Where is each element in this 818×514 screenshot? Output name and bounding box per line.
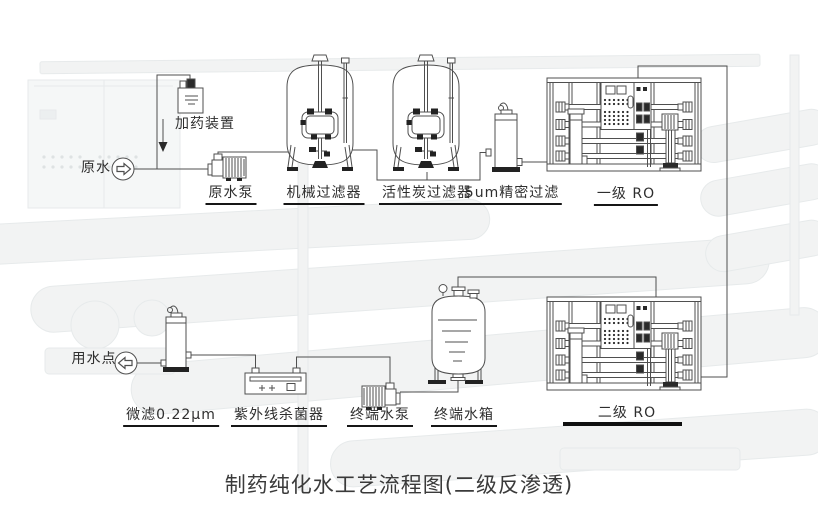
raw-water-symbol [111,157,135,181]
uv-sterilizer [244,367,307,395]
carbon-filter-tank [392,54,460,172]
terminal-pump [361,382,401,411]
label-ro1: 一级 RO [593,186,659,207]
label-mechanical-filter: 机械过滤器 [283,185,365,206]
label-carbon-filter: 活性炭过滤器 [379,185,475,206]
mechanical-filter-tank [286,54,354,172]
use-point-symbol [114,351,138,375]
label-use-point: 用水点 [71,351,117,367]
label-ro2: 二级 RO [597,405,657,421]
terminal-tank [428,284,486,384]
ro1-skid [546,77,702,172]
ro2-underline-bar [563,422,682,426]
raw-water-pump [207,153,247,182]
microfilter [160,305,192,372]
dosing-device [177,78,204,114]
label-terminal-tank: 终端水箱 [431,407,497,428]
label-terminal-pump: 终端水泵 [347,407,413,428]
dosing-arrow-icon [158,142,168,152]
ro2-skid [546,296,702,391]
label-precision-filter: 5um精密过滤 [461,185,563,206]
label-raw-water-pump: 原水泵 [205,185,257,206]
label-microfilter: 微滤0.22μm [123,407,219,428]
label-raw-water: 原水 [81,160,111,176]
label-uv-sterilizer: 紫外线杀菌器 [231,407,327,428]
piping [134,65,728,393]
diagram-title: 制药纯化水工艺流程图(二级反渗透) [224,473,574,497]
label-dosing-device: 加药装置 [175,116,235,132]
precision-filter [485,102,523,172]
